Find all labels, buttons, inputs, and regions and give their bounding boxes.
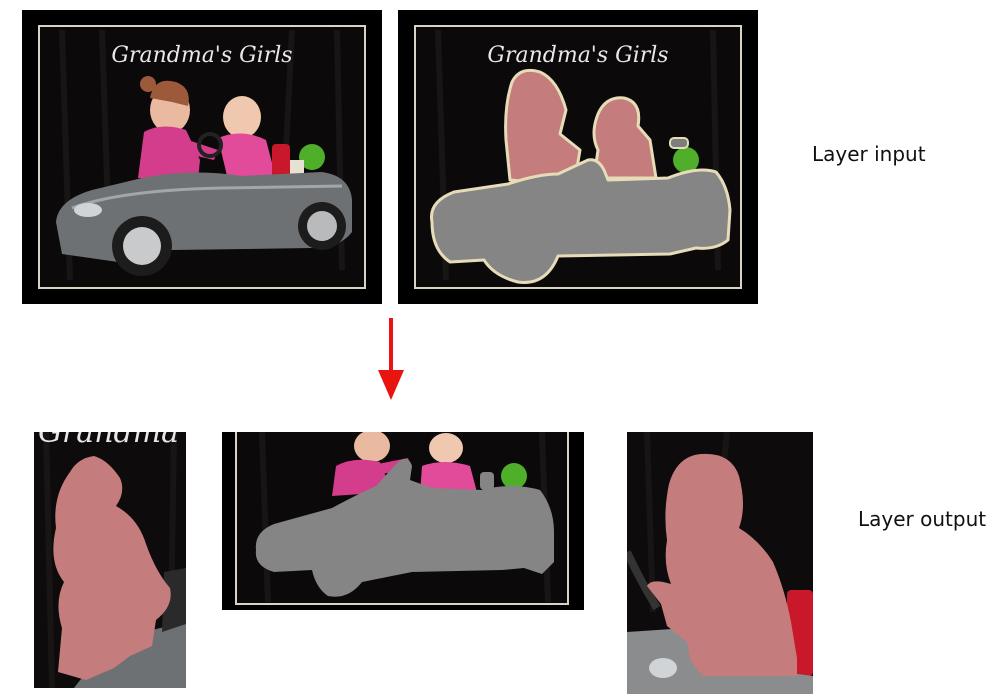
- car-mask: [429, 158, 732, 284]
- car-crop-svg: [222, 432, 584, 610]
- girl-mask-crop: [53, 456, 171, 680]
- cropped-title: Grandma: [38, 432, 179, 450]
- layer-output-label: Layer output: [858, 507, 987, 531]
- toy-unsegmented: [673, 147, 699, 173]
- car-mask-crop: [255, 458, 554, 597]
- output-crop-car: [222, 432, 584, 610]
- input-photo-segmented: Grandma's Girls: [398, 10, 758, 304]
- girl-mask: [504, 68, 582, 188]
- girl-crop-svg: Grandma: [34, 432, 186, 688]
- baby-crop-svg: [627, 432, 813, 694]
- photo-title: Grandma's Girls: [111, 43, 292, 68]
- output-crop-baby: [627, 432, 813, 694]
- segmented-photo-svg: Grandma's Girls: [398, 10, 758, 304]
- baby-mask-crop: [647, 453, 797, 676]
- down-arrow-icon: [378, 318, 404, 400]
- layer-input-label: Layer input: [812, 142, 926, 166]
- segmented-photo-title: Grandma's Girls: [487, 43, 668, 68]
- baby-mask: [592, 96, 658, 180]
- input-photo-original: Grandma's Girls: [22, 10, 382, 304]
- output-crop-girl: Grandma: [34, 432, 186, 688]
- input-photo-svg: Grandma's Girls: [22, 10, 382, 304]
